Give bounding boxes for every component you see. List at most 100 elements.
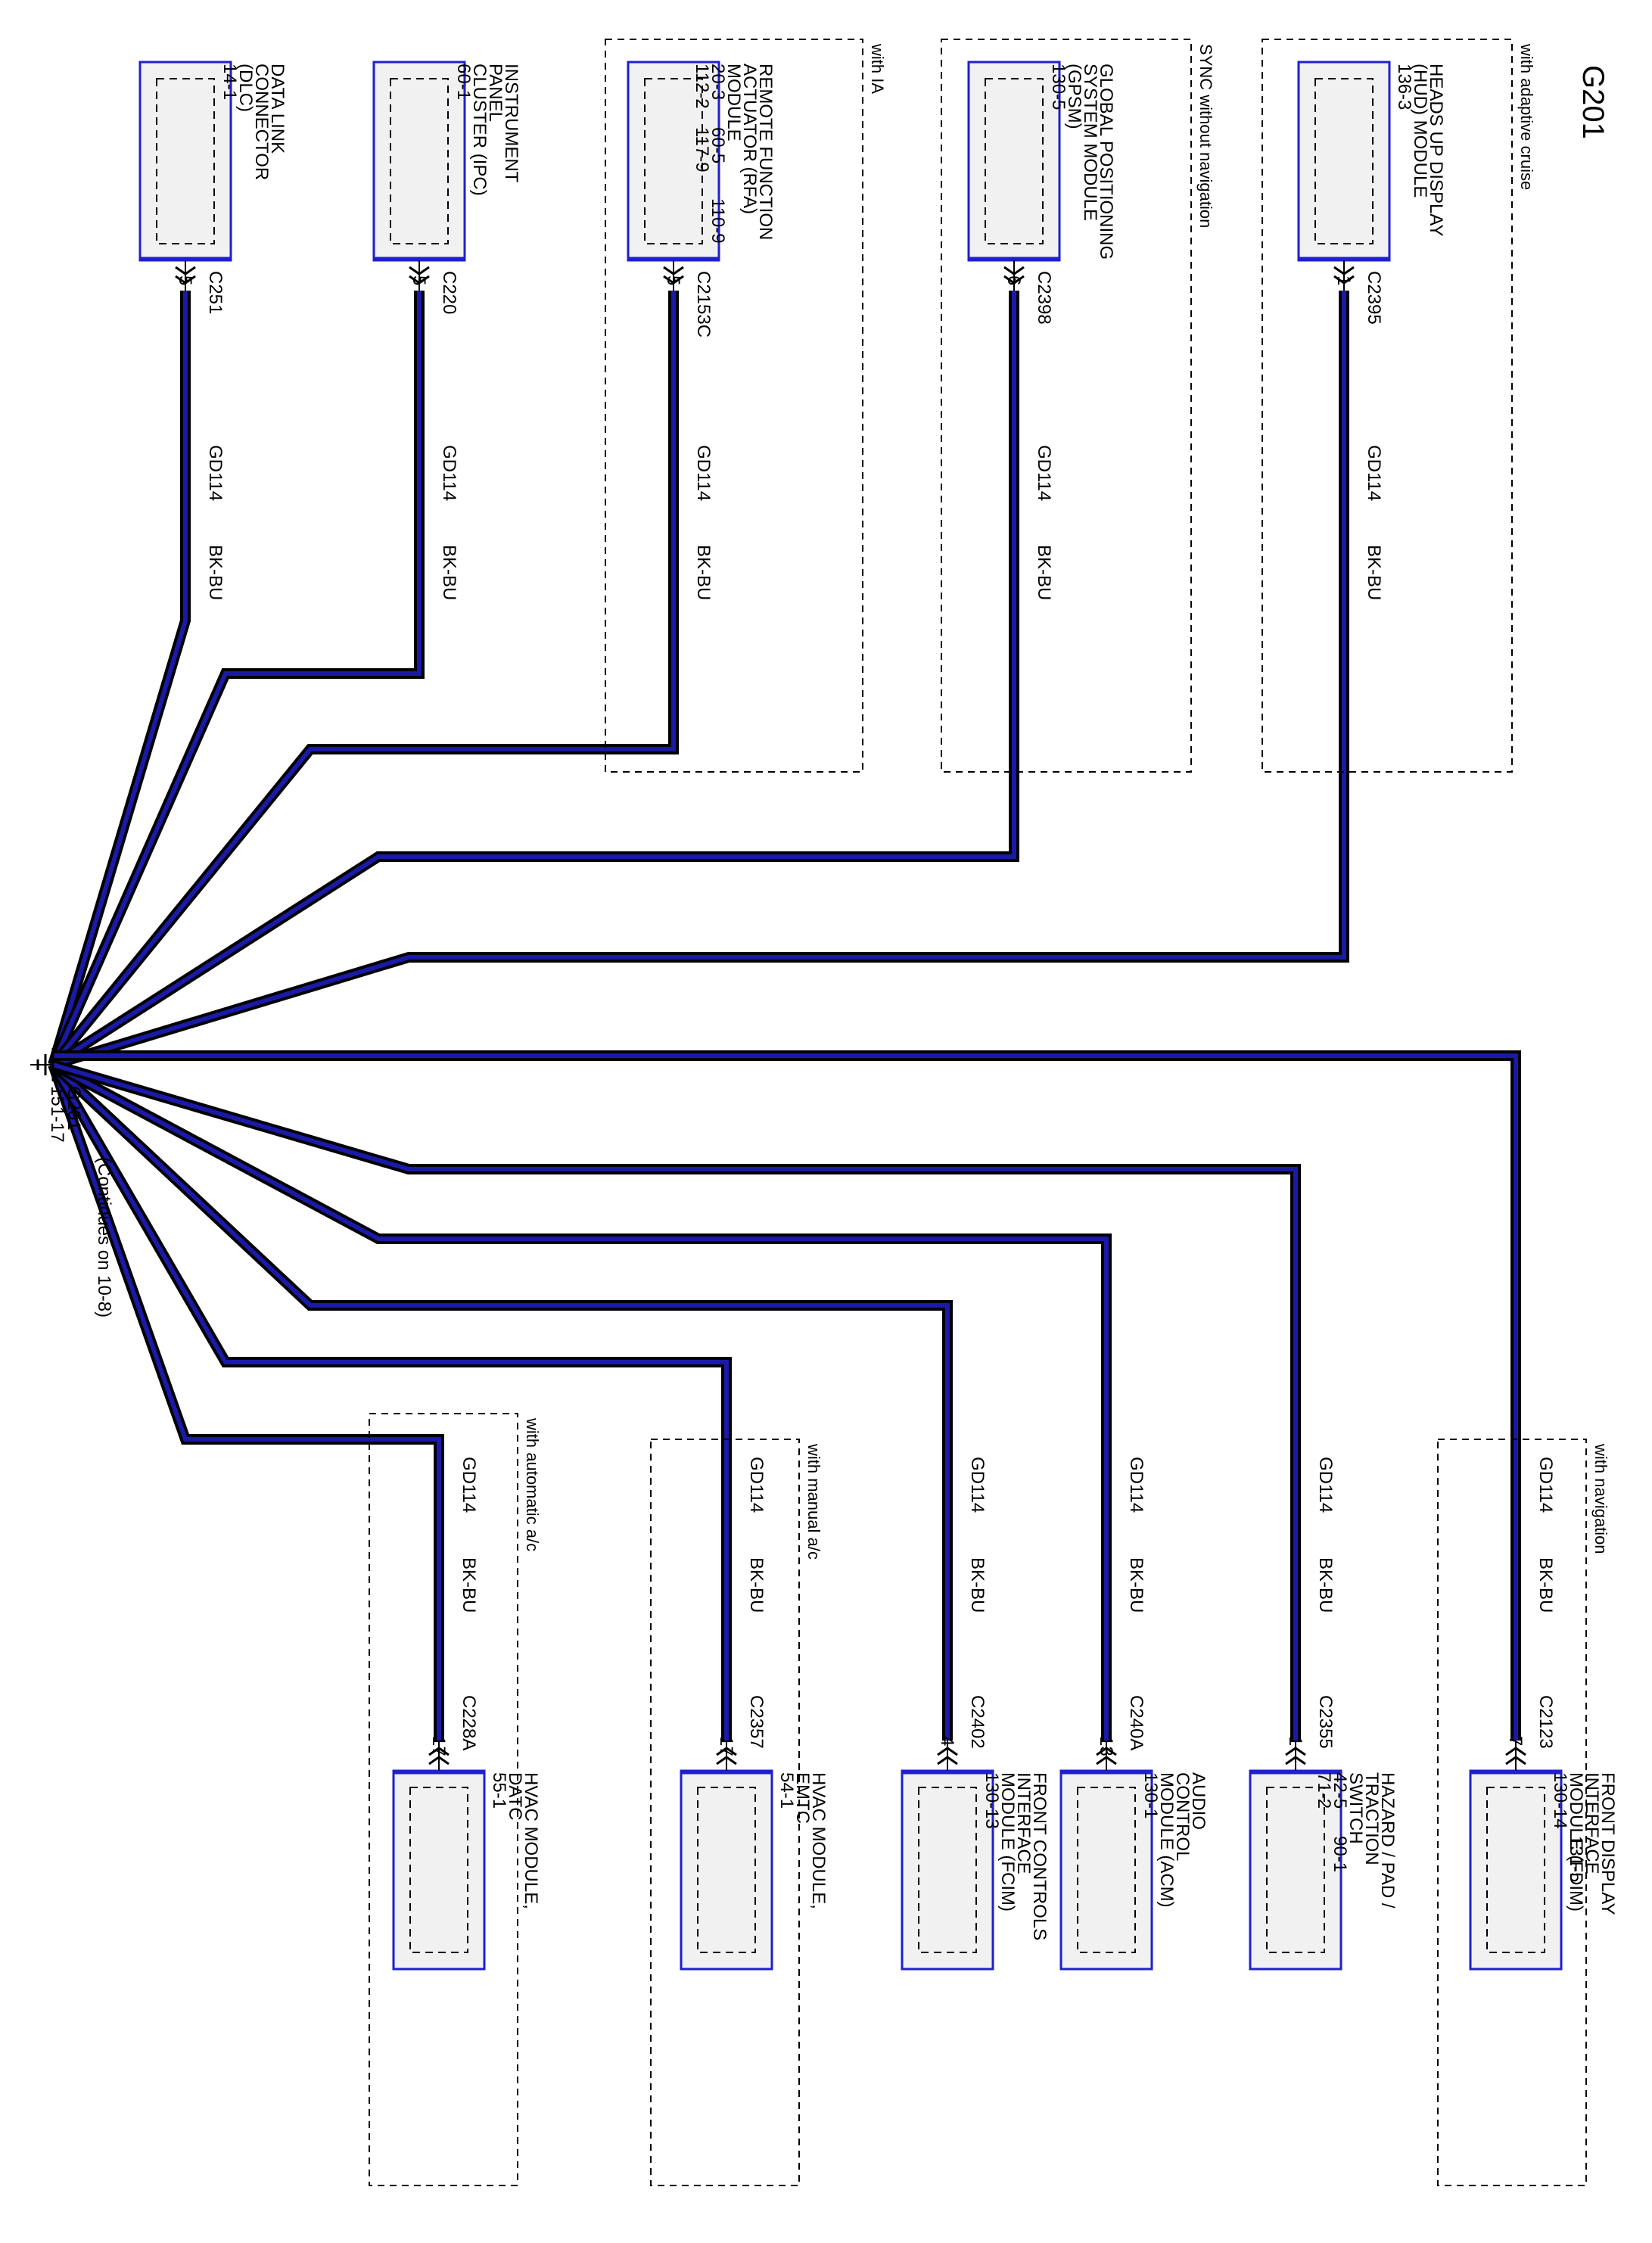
wire-color-label: BK-BU	[1315, 1557, 1336, 1613]
connector-label-line: C251	[205, 271, 226, 314]
connector-label: C2123	[1535, 1695, 1556, 1749]
circuit-label: GD114	[1535, 1457, 1556, 1513]
component-box[interactable]	[901, 1769, 994, 1971]
wire-hazard	[51, 1059, 1301, 1741]
component-box[interactable]	[967, 61, 1061, 262]
connector-label: C220	[439, 271, 459, 314]
wire-core	[51, 1062, 950, 1741]
circuit-label: GD114	[439, 445, 459, 501]
wire-color-label-line: BK-BU	[459, 1557, 479, 1613]
connector-chevron-icon	[1285, 1747, 1306, 1756]
pin-number: 1	[1333, 275, 1354, 285]
wire-core	[53, 1053, 1518, 1741]
component-box[interactable]	[392, 1769, 486, 1971]
wire-acm	[50, 1059, 1112, 1741]
pin-number-line: 1	[1333, 275, 1354, 285]
connector-label: C2153C	[693, 271, 714, 338]
pin-number-line: 1	[1285, 1736, 1305, 1746]
circuit-label-line: GD114	[1315, 1457, 1336, 1513]
wire-datc	[48, 1062, 444, 1741]
circuit-label: GD114	[1315, 1457, 1336, 1513]
component-box[interactable]	[1059, 1769, 1153, 1971]
component-box[interactable]	[680, 1769, 773, 1971]
ground-label-line: G201	[64, 1086, 84, 1131]
connector-label-line: C240A	[1126, 1695, 1146, 1750]
option-frame-hud: with adaptive cruise	[1262, 39, 1536, 773]
circuit-label: GD114	[1034, 445, 1054, 501]
component-name-line: MODULE (FDIM)	[1566, 1772, 1586, 1912]
connector-chevron-icon	[937, 1756, 958, 1765]
component-name-line: EMTC	[792, 1772, 813, 1824]
circuit-label-line: GD114	[1364, 445, 1384, 501]
wire-core	[52, 1062, 1298, 1741]
connector-chevron-icon	[1333, 275, 1355, 285]
connector-label-line: C220	[439, 271, 459, 314]
option-frame-border	[605, 39, 863, 773]
component-inner-outline	[156, 78, 215, 244]
component-name-line: TRACTION	[1361, 1772, 1382, 1865]
component-name-line: 136-3	[1394, 64, 1414, 110]
circuit-label: GD114	[693, 445, 714, 501]
connector-label-line: C228A	[459, 1695, 479, 1750]
component-ref-line: 110-9	[708, 198, 728, 244]
wire-dlc	[48, 291, 191, 1066]
pin-number-line: 17	[716, 1736, 736, 1756]
component-box[interactable]	[1249, 1769, 1342, 1971]
component-name-line: CONNECTOR	[251, 64, 272, 180]
component-box[interactable]	[138, 61, 232, 262]
component-name-line: CLUSTER (IPC)	[469, 64, 490, 196]
component-box[interactable]	[1469, 1769, 1563, 1971]
wire-core	[51, 1064, 441, 1741]
connector-C2357: C2357 17	[716, 1695, 767, 1771]
connector-label: C2355	[1315, 1695, 1336, 1749]
connector-label-line: C2398	[1034, 271, 1054, 325]
wire-emtc	[48, 1062, 732, 1741]
component-name-line: 112-2	[692, 64, 712, 109]
component-name-line: HVAC MODULE,	[808, 1772, 829, 1909]
component-inner-outline	[1486, 1787, 1545, 1953]
component-name-line: 130-14	[1550, 1772, 1570, 1829]
component-inner-outline	[390, 78, 449, 244]
option-label-emtc-line: with manual a/c	[804, 1443, 823, 1560]
circuit-label: GD114	[967, 1457, 988, 1513]
component-box[interactable]	[372, 61, 466, 262]
component-box[interactable]	[1297, 61, 1391, 262]
wire-color-label-line: BK-BU	[205, 545, 226, 600]
connector-chevron-icon	[663, 275, 684, 285]
option-frame-border	[1437, 1439, 1587, 2186]
wire-color-label-line: BK-BU	[1315, 1557, 1336, 1613]
option-label-rfa: with IA	[868, 43, 887, 94]
component-name-line: 130-13	[982, 1772, 1002, 1829]
component-name-line: INTERFACE	[1013, 1772, 1034, 1874]
connector-label: C2357	[746, 1695, 767, 1749]
component-name-line: 130-1	[1140, 1772, 1161, 1818]
component-box[interactable]	[627, 61, 720, 262]
pin-number: 1	[1285, 1736, 1305, 1746]
component-inner-outline	[918, 1787, 977, 1953]
component-name-line: INTERFACE	[1582, 1772, 1602, 1874]
component-name-line: FRONT DISPLAY	[1598, 1772, 1618, 1915]
component-ref-line: 60-5	[708, 127, 728, 163]
component-name-line: 54-1	[776, 1772, 797, 1809]
component-name-line: MODULE (FCIM)	[997, 1772, 1018, 1912]
wire-color-label: BK-BU	[1126, 1557, 1146, 1613]
